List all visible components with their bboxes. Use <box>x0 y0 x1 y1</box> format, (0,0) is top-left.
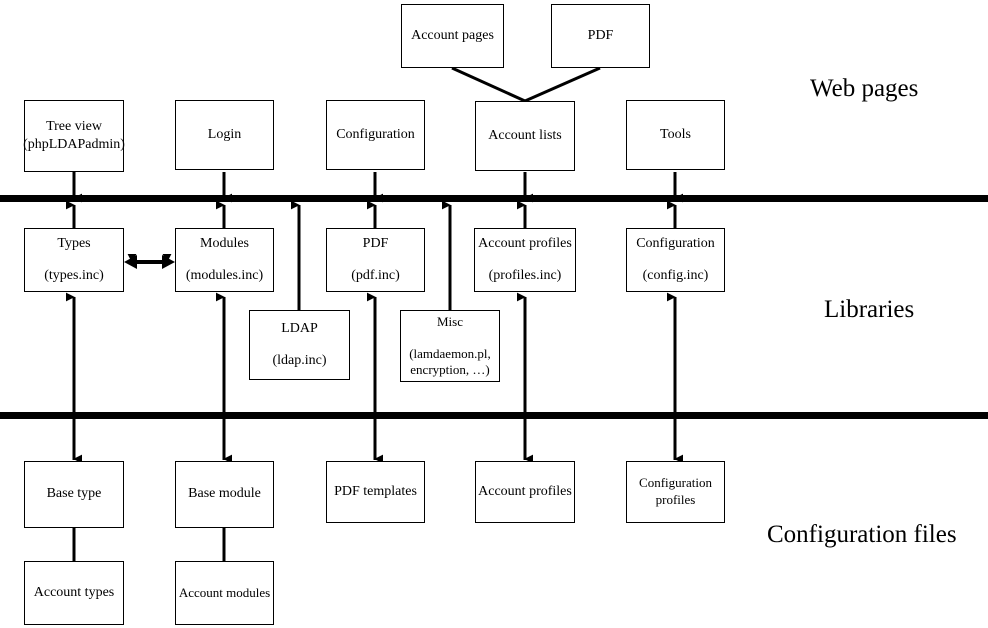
node-configuration-lib-sublabel: (config.inc) <box>642 268 709 283</box>
edge-pdf-to-account-lists <box>524 66 601 103</box>
node-account-profiles-files[interactable]: Account profiles <box>475 461 575 523</box>
node-ldap[interactable]: LDAP (ldap.inc) <box>249 310 350 380</box>
node-account-pages-label: Account pages <box>411 27 494 43</box>
edge-types-modules-bidirectional <box>124 253 175 269</box>
node-base-type[interactable]: Base type <box>24 461 124 528</box>
edge-account-pages-to-account-lists <box>451 66 526 103</box>
node-configuration-lib[interactable]: Configuration (config.inc) <box>626 228 725 292</box>
zone-label-web-pages: Web pages <box>810 75 919 102</box>
node-login-label: Login <box>207 126 242 142</box>
node-pdf-lib[interactable]: PDF (pdf.inc) <box>326 228 425 292</box>
node-account-profiles-lib[interactable]: Account profiles (profiles.inc) <box>474 228 576 292</box>
node-account-types-label: Account types <box>33 584 115 600</box>
node-account-profiles-lib-label: Account profiles <box>478 235 572 251</box>
node-modules-label: Modules <box>200 235 249 251</box>
node-base-module-label: Base module <box>188 486 261 502</box>
node-account-modules-label: Account modules <box>178 584 271 600</box>
node-tools-label: Tools <box>660 126 691 142</box>
node-misc-label: Misc <box>437 314 463 329</box>
node-configuration-page[interactable]: Configuration <box>326 100 425 170</box>
node-configuration-profiles-label: Configuration <box>639 475 712 491</box>
zone-label-configuration-files: Configuration files <box>767 521 957 548</box>
node-account-modules[interactable]: Account modules <box>175 561 274 625</box>
node-types-sublabel: (types.inc) <box>44 268 104 283</box>
zone-label-libraries: Libraries <box>824 296 915 323</box>
node-configuration-profiles[interactable]: Configuration profiles <box>626 461 725 523</box>
node-account-profiles-files-label: Account profiles <box>478 483 572 499</box>
separator-bottom <box>0 412 988 419</box>
node-pdf-lib-sublabel: (pdf.inc) <box>351 268 400 283</box>
node-login[interactable]: Login <box>175 100 274 170</box>
node-pdf-lib-label: PDF <box>362 235 389 251</box>
node-types-label: Types <box>57 235 91 251</box>
node-modules[interactable]: Modules (modules.inc) <box>175 228 274 292</box>
node-ldap-label: LDAP <box>281 320 318 336</box>
node-account-lists-label: Account lists <box>488 127 562 143</box>
node-account-profiles-lib-sublabel: (profiles.inc) <box>488 268 562 283</box>
node-pdf-templates[interactable]: PDF templates <box>326 461 425 523</box>
node-account-types[interactable]: Account types <box>24 561 124 625</box>
separator-top <box>0 195 988 202</box>
node-configuration-page-label: Configuration <box>336 126 415 142</box>
node-tree-view[interactable]: Tree view (phpLDAPadmin) <box>23 100 125 172</box>
node-pdf-top-label: PDF <box>587 27 614 43</box>
node-base-type-label: Base type <box>46 486 102 502</box>
node-pdf-top[interactable]: PDF <box>551 4 650 68</box>
node-types[interactable]: Types (types.inc) <box>24 228 124 292</box>
node-configuration-lib-label: Configuration <box>636 235 715 251</box>
node-tree-view-sublabel: (phpLDAPadmin) <box>23 137 125 152</box>
node-tools[interactable]: Tools <box>626 100 725 170</box>
node-account-pages[interactable]: Account pages <box>401 4 504 68</box>
node-base-module[interactable]: Base module <box>175 461 274 528</box>
node-modules-sublabel: (modules.inc) <box>185 268 264 283</box>
node-configuration-profiles-sublabel: profiles <box>655 492 696 507</box>
node-ldap-sublabel: (ldap.inc) <box>272 353 327 368</box>
node-misc-sublabel: (lamdaemon.pl, encryption, …) <box>409 345 491 378</box>
node-pdf-templates-label: PDF templates <box>334 483 417 499</box>
node-tree-view-label: Tree view <box>46 118 102 134</box>
node-misc[interactable]: Misc (lamdaemon.pl, encryption, …) <box>400 310 500 382</box>
node-account-lists[interactable]: Account lists <box>475 101 575 171</box>
